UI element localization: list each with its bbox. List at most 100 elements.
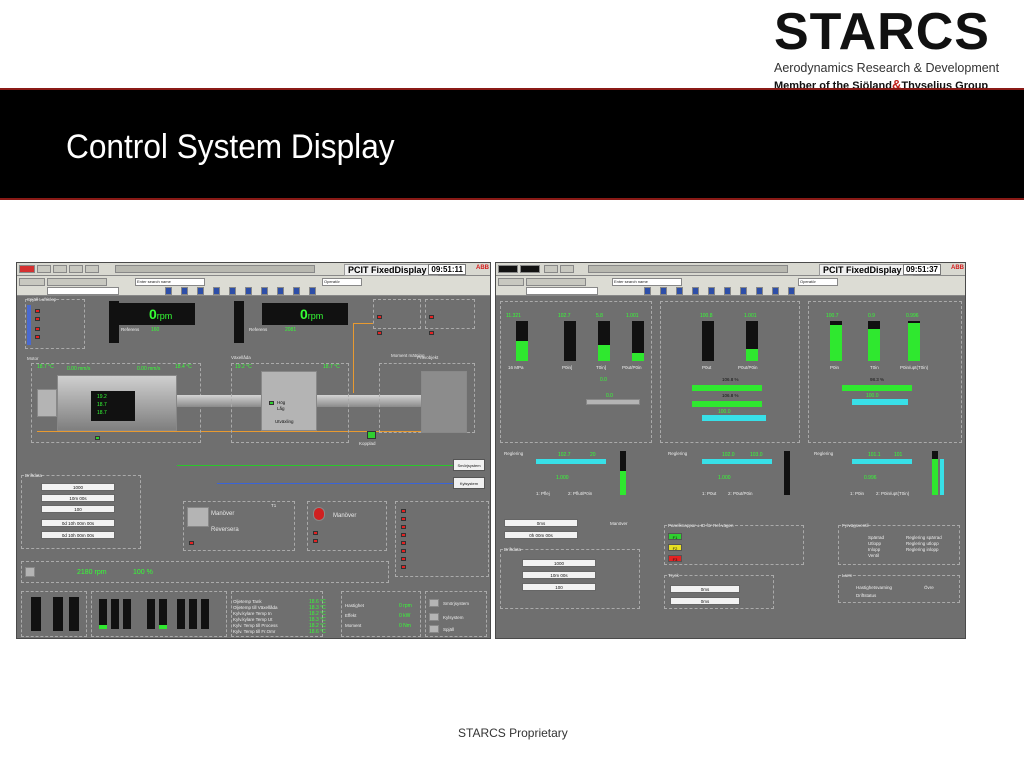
toolbar-button[interactable] [69, 265, 83, 273]
drift-value-1[interactable]: 1000 [41, 483, 115, 491]
oil-value-5: 18.2 °C [309, 623, 326, 629]
gauge-bar [109, 301, 119, 343]
flow-line [217, 483, 453, 484]
toolbar-icon[interactable] [261, 287, 268, 295]
maneuver-indicator [189, 541, 194, 545]
col-label: T0in] [596, 365, 607, 370]
toolbar-icon[interactable] [644, 287, 651, 295]
pressure-fill [908, 323, 920, 361]
motor-run-time[interactable]: 0d 10h 00m 00s [41, 519, 115, 527]
motor-speed-2: 0.00 mm/s [137, 366, 161, 372]
maneuver-value[interactable]: 0ms [504, 519, 578, 527]
temp-bar [111, 599, 119, 629]
f3-button[interactable]: F3 [668, 555, 682, 562]
toolbar-icon[interactable] [277, 287, 284, 295]
slider-track[interactable] [586, 399, 640, 405]
power-icon[interactable] [313, 507, 325, 521]
pressure-bar [702, 321, 714, 361]
toolbar-icon[interactable] [293, 287, 300, 295]
alarm-item: Driftstatus [856, 593, 877, 598]
user-field[interactable]: Operatör [798, 278, 838, 286]
toolbar-button[interactable] [37, 265, 51, 273]
drift-title: Driftdata [504, 547, 522, 552]
user-field[interactable]: Operatör [322, 278, 362, 286]
toolbar-icon[interactable] [708, 287, 715, 295]
window-title: PCIT FixedDisplay 1 [818, 264, 913, 276]
torque-label: Moment mätning [391, 353, 425, 358]
t1-label: T1 [271, 503, 277, 508]
nav-button[interactable] [526, 278, 586, 286]
system-button[interactable] [429, 599, 439, 607]
panel-buttons-title: Panelknappar ± ID för Ref.vägen [668, 523, 734, 528]
pressure-fill [830, 325, 842, 361]
reference-label-2: Referens [249, 327, 268, 332]
toolbar-icon[interactable] [197, 287, 204, 295]
power-value: 0 kW [399, 613, 411, 619]
pflow-label: 2: Pflut/P0in [568, 491, 593, 496]
alarm-panel [838, 575, 960, 603]
valve-maneuver-label: Manöver [333, 513, 357, 519]
nav-button[interactable] [47, 278, 107, 286]
regulation-label: Reglering [668, 451, 688, 456]
pressure-value-7: 100.7 [826, 313, 839, 319]
search-input[interactable]: Enter search name [612, 278, 682, 286]
toolbar-icon[interactable] [724, 287, 731, 295]
drift-panel [21, 475, 141, 549]
alarm-indicator [401, 525, 406, 529]
toolbar-icon[interactable] [181, 287, 188, 295]
toolbar-icon[interactable] [692, 287, 699, 295]
toolbar-icon[interactable] [660, 287, 667, 295]
toolbar-button[interactable] [544, 265, 558, 273]
toolbar-icon[interactable] [309, 287, 316, 295]
system-cooling: Kylsystem [443, 615, 464, 620]
toolbar-icon[interactable] [165, 287, 172, 295]
toolbar-button[interactable] [560, 265, 574, 273]
toolbar-icon[interactable] [213, 287, 220, 295]
motor-speed-button[interactable] [25, 567, 35, 577]
alarm-indicator [401, 565, 406, 569]
display-select[interactable] [47, 287, 119, 295]
toolbar-icon[interactable] [788, 287, 795, 295]
pressure-field-1[interactable]: 0ms [670, 585, 740, 593]
system-button[interactable] [429, 613, 439, 621]
temp-fill [159, 625, 167, 629]
toolbar-button[interactable] [85, 265, 99, 273]
cooling-system-button[interactable]: Kylsystem [453, 477, 485, 489]
flow-line [177, 465, 453, 466]
drift-value-2[interactable]: 10m 00s [522, 571, 596, 579]
maneuver-time[interactable]: 0h 00m 00s [504, 531, 578, 539]
toolbar-icon[interactable] [772, 287, 779, 295]
nav-button[interactable] [19, 278, 45, 286]
toolbar-icon[interactable] [740, 287, 747, 295]
f1-button[interactable]: F1 [668, 533, 682, 540]
slide-title-bar: Control System Display [0, 88, 1024, 200]
lubrication-system-button[interactable]: Smörjsystem [453, 459, 485, 471]
f2-button[interactable]: F2 [668, 544, 682, 551]
vendor-logo: ABB [476, 265, 489, 271]
high-indicator [269, 401, 274, 405]
high-label: Hög [277, 400, 286, 405]
drift-value-2[interactable]: 10m 00s [41, 494, 115, 502]
valve-state: Ventil [868, 553, 880, 558]
reg-value: 102.0 [722, 452, 735, 458]
pressure-value-4: 1.001 [626, 313, 639, 319]
pressure-field-2[interactable]: 0ms [670, 597, 740, 605]
toolbar-icon[interactable] [229, 287, 236, 295]
alarm-button[interactable] [19, 265, 35, 273]
col-label: P0ut [702, 365, 712, 370]
display-select[interactable] [526, 287, 598, 295]
oil-item-2: Oljetemp till Växellåda [233, 605, 278, 610]
drift-value-3[interactable]: 100 [41, 505, 115, 513]
toolbar-icon[interactable] [676, 287, 683, 295]
system-button[interactable] [429, 625, 439, 633]
col-label: P0in [830, 365, 840, 370]
drift-value-3[interactable]: 100 [522, 583, 596, 591]
drift-value-1[interactable]: 1000 [522, 559, 596, 567]
object-run-time[interactable]: 0d 10h 00m 00s [41, 531, 115, 539]
toolbar-button[interactable] [53, 265, 67, 273]
toolbar-icon[interactable] [245, 287, 252, 295]
nav-button[interactable] [498, 278, 524, 286]
maneuver-panel [183, 501, 295, 551]
search-input[interactable]: Enter search name [135, 278, 205, 286]
toolbar-icon[interactable] [756, 287, 763, 295]
